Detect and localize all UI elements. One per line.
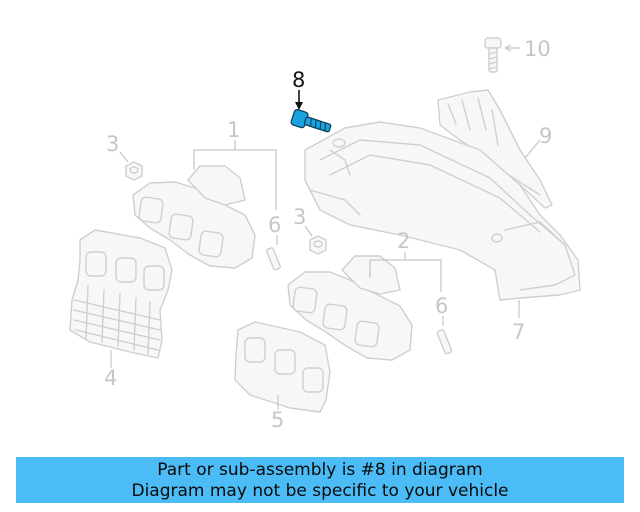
callout-5: 5	[271, 408, 284, 432]
callout-6-right: 6	[435, 294, 448, 318]
part-3-nut-left	[119, 151, 143, 181]
part-3-nut-middle	[304, 225, 327, 255]
part-1-exhaust-manifold	[132, 140, 277, 269]
info-banner: Part or sub-assembly is #8 in diagram Di…	[16, 457, 624, 503]
part-6-stud-right	[436, 316, 453, 355]
callout-7: 7	[512, 320, 525, 344]
banner-line-2: Diagram may not be specific to your vehi…	[131, 481, 509, 501]
part-4-gasket	[69, 229, 173, 368]
banner-line-1: Part or sub-assembly is #8 in diagram	[157, 460, 483, 480]
part-2-exhaust-manifold	[287, 252, 442, 361]
callout-10: 10	[524, 37, 551, 61]
part-10-bolt	[484, 37, 520, 73]
callout-3-left: 3	[106, 132, 119, 156]
callout-8: 8	[292, 68, 305, 92]
part-8-bolt-highlighted	[290, 90, 332, 133]
callout-4: 4	[104, 366, 117, 390]
callout-1: 1	[227, 118, 240, 142]
callout-6-left: 6	[268, 213, 281, 237]
part-7-heat-shield	[304, 121, 581, 318]
part-6-stud-left	[266, 235, 281, 271]
callout-9: 9	[539, 124, 552, 148]
callout-3-middle: 3	[293, 205, 306, 229]
part-5-gasket	[234, 321, 331, 413]
part-9-bracket	[437, 89, 553, 209]
callout-2: 2	[397, 229, 410, 253]
